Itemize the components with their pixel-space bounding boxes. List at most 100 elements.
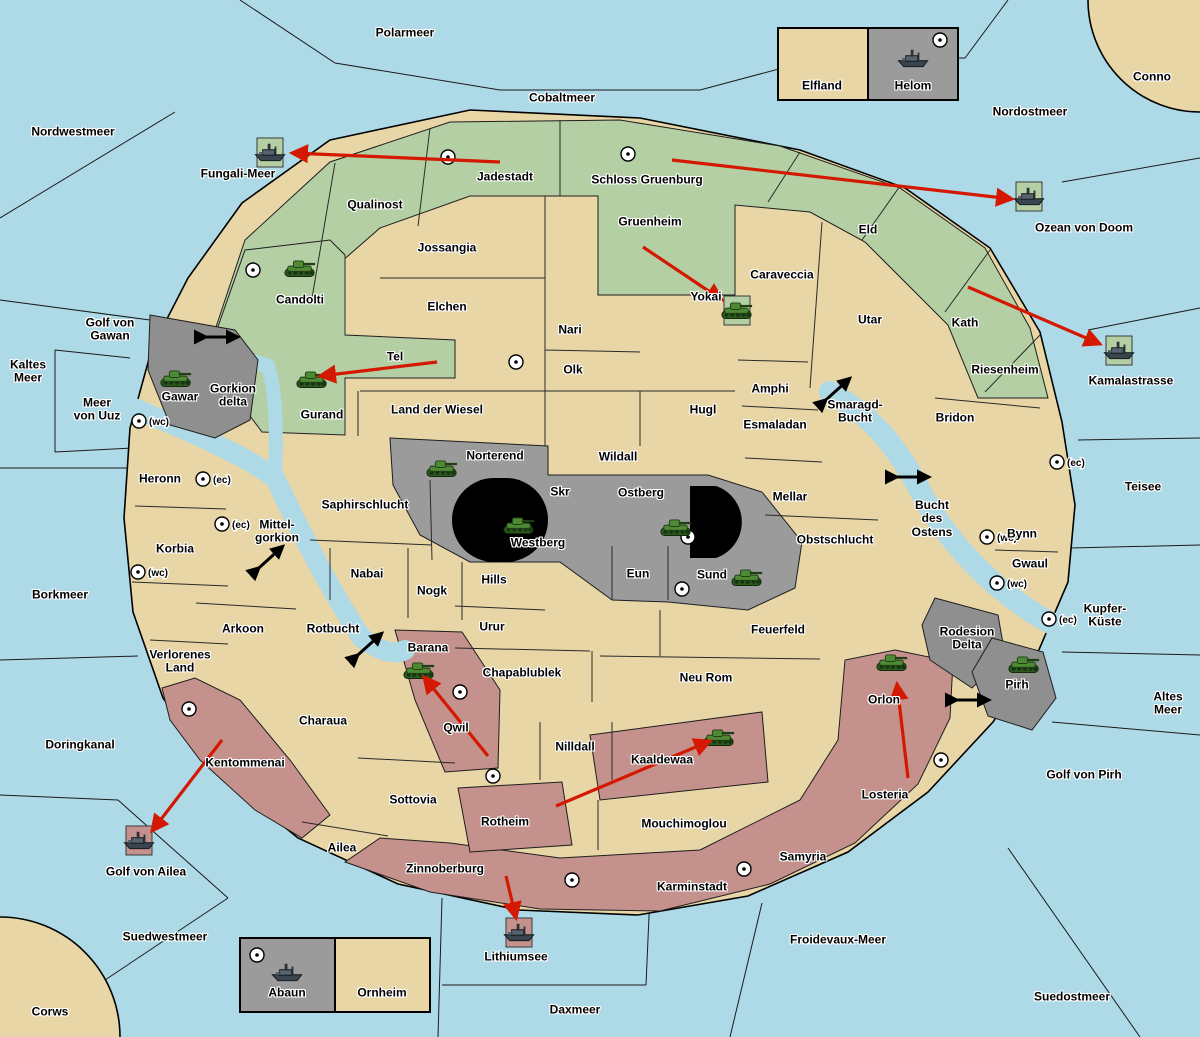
territory-marker[interactable] [736,861,752,877]
territory-eun[interactable]: Eun [626,566,650,581]
territory-marker[interactable] [620,146,636,162]
territory-marker[interactable]: (ec) [1041,611,1078,627]
territory-kath[interactable]: Kath [951,315,979,330]
territory-elchen[interactable]: Elchen [427,299,467,314]
sea-zone-meer-von-uuz[interactable]: Meer von Uuz [73,395,121,423]
territory-karminstadt[interactable]: Karminstadt [656,879,728,894]
territory-utar[interactable]: Utar [857,312,883,327]
sea-zone-froidevaux-meer[interactable]: Froidevaux-Meer [789,932,887,947]
sea-zone-borkmeer[interactable]: Borkmeer [31,587,89,602]
sea-zone-kupfer-küste[interactable]: Kupfer- Küste [1083,601,1127,629]
sea-zone-fungali-meer[interactable]: Fungali-Meer [200,166,276,181]
territory-helom[interactable]: Helom [894,78,932,93]
territory-candolti[interactable]: Candolti [276,292,324,307]
territory-land-der-wiesel[interactable]: Land der Wiesel [391,402,483,417]
territory-corws[interactable]: Corws [31,1004,69,1019]
territory-marker[interactable] [933,752,949,768]
territory-nilldall[interactable]: Nilldall [555,739,595,754]
territory-heronn[interactable]: Heronn [139,471,181,486]
territory-urur[interactable]: Urur [479,619,505,634]
territory-marker[interactable] [249,947,265,963]
territory-obstschlucht[interactable]: Obstschlucht [796,532,874,547]
territory-shape-ornheim[interactable] [334,937,431,1013]
territory-pirh[interactable]: Pirh [1005,677,1029,692]
territory-marker[interactable]: (wc) [989,575,1028,591]
territory-ailea[interactable]: Ailea [327,840,357,855]
territory-hugl[interactable]: Hugl [689,402,717,417]
territory-rodesion-delta[interactable]: Rodesion Delta [939,624,995,652]
sea-zone-polarmeer[interactable]: Polarmeer [375,25,435,40]
sea-zone-nordwestmeer[interactable]: Nordwestmeer [31,124,115,139]
territory-marker[interactable] [674,581,690,597]
sea-zone-altes-meer[interactable]: Altes Meer [1153,689,1183,717]
territory-gorkion-delta[interactable]: Gorkion delta [209,381,257,409]
territory-skr[interactable]: Skr [550,484,570,499]
sea-zone-teisee[interactable]: Teisee [1124,479,1162,494]
sea-zone-lithiumsee[interactable]: Lithiumsee [484,949,548,964]
territory-yokai[interactable]: Yokai [690,289,722,304]
sea-zone-suedwestmeer[interactable]: Suedwestmeer [122,929,208,944]
territory-nabai[interactable]: Nabai [350,566,384,581]
territory-amphi[interactable]: Amphi [751,381,789,396]
territory-mouchimoglou[interactable]: Mouchimoglou [641,816,727,831]
sea-zone-nordostmeer[interactable]: Nordostmeer [992,104,1068,119]
territory-marker[interactable]: (ec) [1049,454,1086,470]
territory-marker[interactable] [485,768,501,784]
sea-zone-cobaltmeer[interactable]: Cobaltmeer [528,90,596,105]
territory-sund[interactable]: Sund [697,567,727,582]
territory-hills[interactable]: Hills [481,572,507,587]
territory-marker[interactable] [181,701,197,717]
territory-barana[interactable]: Barana [407,640,449,655]
territory-mittel-gorkion[interactable]: Mittel- gorkion [255,517,299,545]
territory-marker[interactable] [245,262,261,278]
territory-ostberg[interactable]: Ostberg [617,485,665,500]
territory-bynn[interactable]: Bynn [1007,526,1037,541]
territory-esmaladan[interactable]: Esmaladan [743,417,807,432]
territory-feuerfeld[interactable]: Feuerfeld [750,622,806,637]
territory-olk[interactable]: Olk [563,362,583,377]
sea-zone-suedostmeer[interactable]: Suedostmeer [1033,989,1111,1004]
territory-chapablublek[interactable]: Chapablublek [482,665,562,680]
territory-bridon[interactable]: Bridon [935,410,975,425]
territory-rotbucht[interactable]: Rotbucht [306,621,360,636]
territory-marker[interactable] [564,872,580,888]
territory-rotheim[interactable]: Rotheim [481,814,529,829]
territory-jadestadt[interactable]: Jadestadt [476,169,534,184]
territory-caraveccia[interactable]: Caraveccia [750,267,814,282]
sea-zone-golf-von-pirh[interactable]: Golf von Pirh [1046,767,1122,782]
territory-gurand[interactable]: Gurand [300,407,344,422]
sea-zone-ozean-von-doom[interactable]: Ozean von Doom [1034,220,1134,235]
territory-marker[interactable]: (ec) [195,471,232,487]
territory-abaun[interactable]: Abaun [268,985,306,1000]
sea-zone-golf-von-ailea[interactable]: Golf von Ailea [105,864,187,879]
sea-zone-kaltes-meer[interactable]: Kaltes Meer [9,357,47,385]
sea-zone-golf-von-gawan[interactable]: Golf von Gawan [85,315,135,343]
territory-mellar[interactable]: Mellar [772,489,808,504]
territory-marker[interactable]: (wc) [131,413,170,429]
territory-marker[interactable] [508,354,524,370]
territory-orlon[interactable]: Orlon [868,692,900,707]
territory-gruenheim[interactable]: Gruenheim [618,214,682,229]
territory-kentommenai[interactable]: Kentommenai [205,755,285,770]
territory-shape-corws[interactable] [0,916,121,1037]
territory-marker[interactable] [932,32,948,48]
territory-elfland[interactable]: Elfland [801,78,843,93]
territory-nogk[interactable]: Nogk [417,583,447,598]
territory-charaua[interactable]: Charaua [298,713,348,728]
territory-marker[interactable]: (wc) [979,529,1018,545]
territory-gawar[interactable]: Gawar [161,389,199,404]
territory-qualinost[interactable]: Qualinost [347,197,403,212]
territory-kaaldewaa[interactable]: Kaaldewaa [630,752,694,767]
territory-gwaul[interactable]: Gwaul [1011,556,1049,571]
sea-zone-kamalastrasse[interactable]: Kamalastrasse [1088,373,1174,388]
territory-eld[interactable]: Eld [858,222,878,237]
territory-wildall[interactable]: Wildall [598,449,638,464]
sea-zone-doringkanal[interactable]: Doringkanal [45,737,115,752]
territory-nari[interactable]: Nari [558,322,582,337]
territory-schloss-gruenburg[interactable]: Schloss Gruenburg [591,172,703,187]
territory-korbia[interactable]: Korbia [155,541,195,556]
territory-riesenheim[interactable]: Riesenheim [971,362,1039,377]
territory-bucht-des-ostens[interactable]: Bucht des Ostens [911,497,953,539]
territory-verlorenes-land[interactable]: Verlorenes Land [149,647,211,675]
territory-marker[interactable]: (ec) [214,516,251,532]
